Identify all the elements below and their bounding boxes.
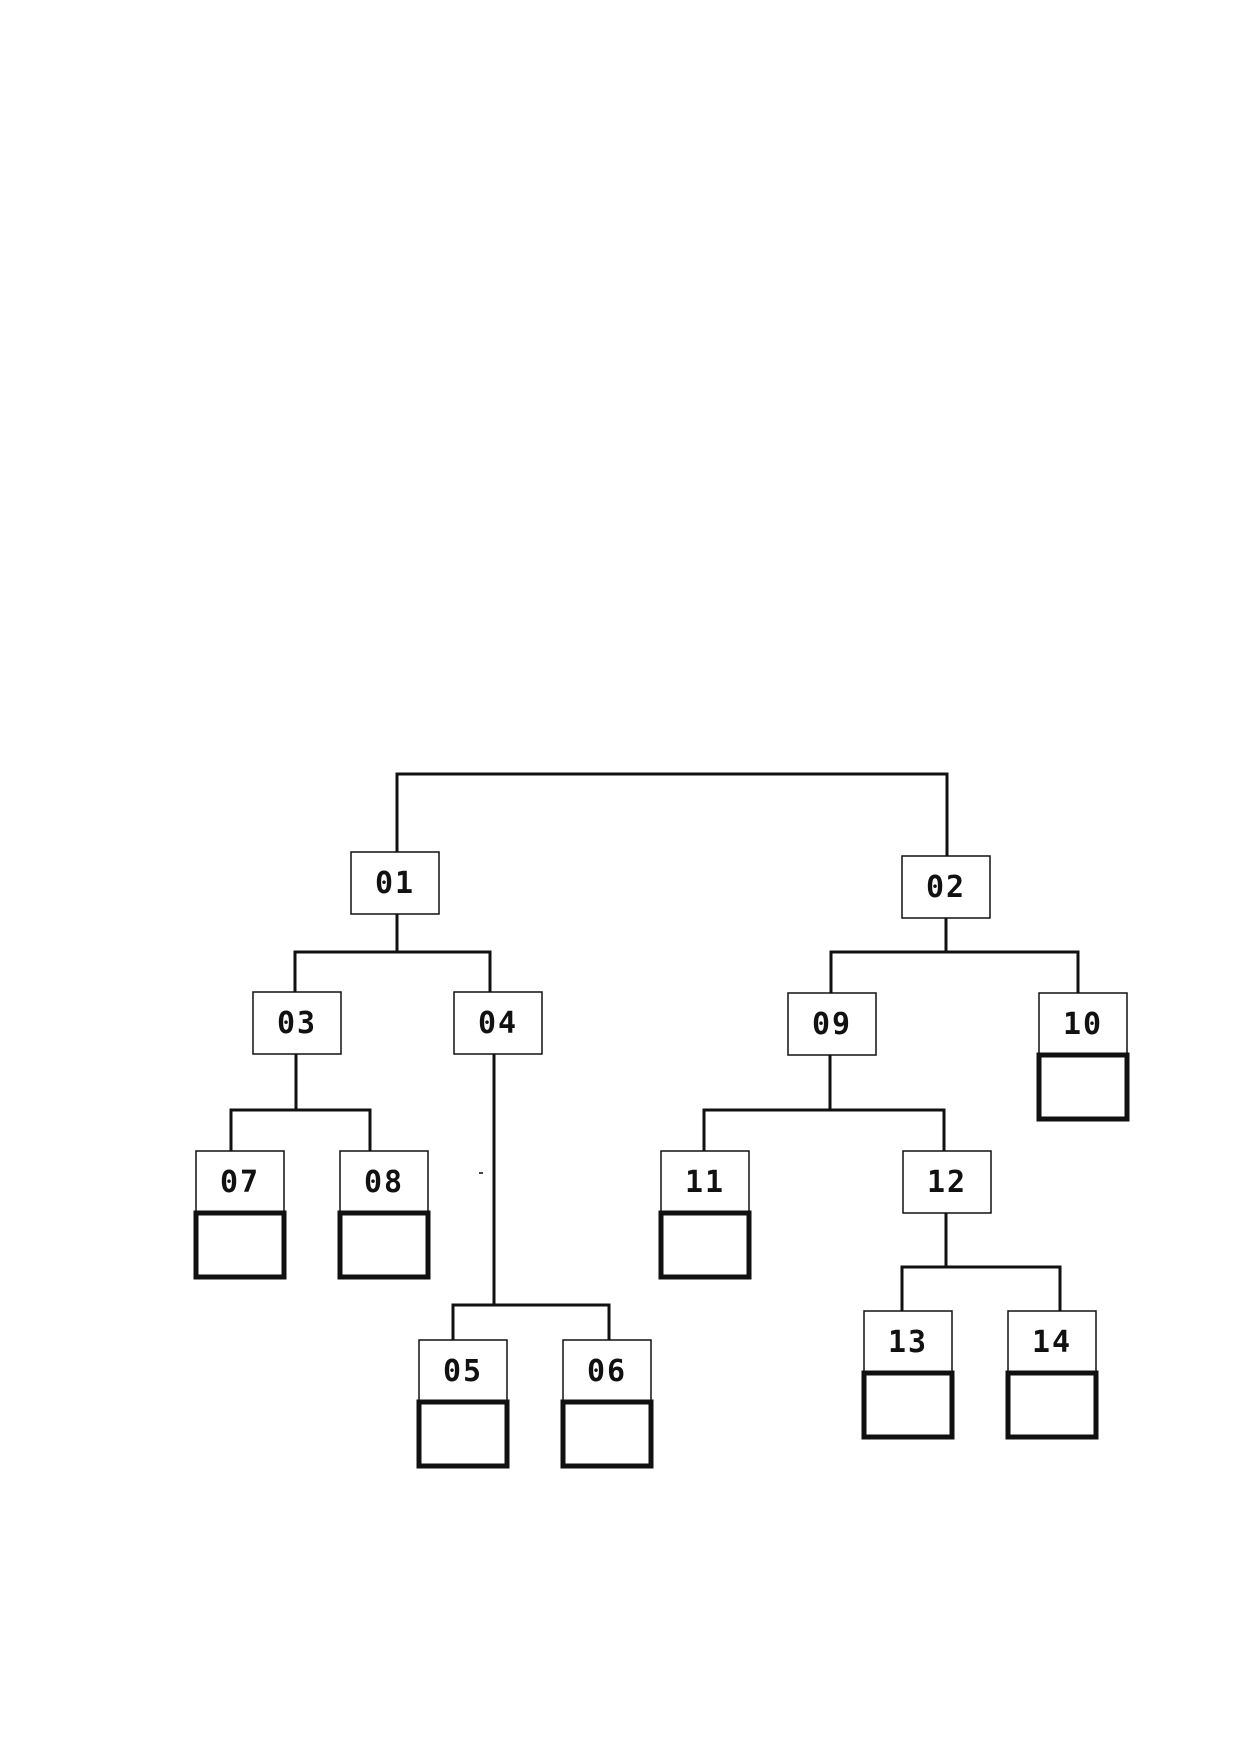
node-11-label: 11 <box>685 1165 725 1200</box>
connector-04-children <box>451 1303 611 1340</box>
node-10: 10 <box>1036 992 1130 1122</box>
node-08-empty-box <box>337 1210 431 1280</box>
node-07-label-box <box>195 1150 285 1214</box>
node-11-label-box <box>660 1150 750 1214</box>
node-11-empty-box <box>658 1210 752 1280</box>
node-07-label: 07 <box>220 1165 260 1200</box>
node-01: 01 <box>350 851 440 915</box>
node-04-label: 04 <box>478 1006 518 1041</box>
node-06-empty-box <box>560 1399 654 1469</box>
node-03-label-box <box>252 991 342 1055</box>
connector-lines <box>229 772 1080 1340</box>
node-13-label-box <box>863 1310 953 1374</box>
connector-02-children <box>829 950 1080 994</box>
tree-nodes: 01 02 03 04 05 06 07 08 09 10 11 12 13 14 <box>193 851 1130 1469</box>
node-11: 11 <box>658 1150 752 1280</box>
node-05: 05 <box>416 1339 510 1469</box>
node-08-label-box <box>339 1150 429 1214</box>
node-03-label: 03 <box>277 1006 317 1041</box>
node-04: 04 <box>453 991 543 1055</box>
node-02-label: 02 <box>926 870 966 905</box>
node-02-label-box <box>901 855 991 919</box>
node-05-label: 05 <box>443 1354 483 1389</box>
node-10-empty-box <box>1036 1052 1130 1122</box>
node-14-label-box <box>1007 1310 1097 1374</box>
node-06-label: 06 <box>587 1354 627 1389</box>
node-09-label-box <box>787 992 877 1056</box>
node-13-empty-box <box>861 1370 955 1440</box>
node-14-empty-box <box>1005 1370 1099 1440</box>
node-13: 13 <box>861 1310 955 1440</box>
node-05-empty-box <box>416 1399 510 1469</box>
node-12: 12 <box>902 1150 992 1214</box>
connector-12-children <box>900 1265 1062 1312</box>
node-01-label: 01 <box>375 866 415 901</box>
node-07: 07 <box>193 1150 287 1280</box>
node-12-label-box <box>902 1150 992 1214</box>
node-03: 03 <box>252 991 342 1055</box>
node-08-label: 08 <box>364 1165 404 1200</box>
node-06: 06 <box>560 1339 654 1469</box>
node-10-label: 10 <box>1063 1007 1103 1042</box>
node-14-label: 14 <box>1032 1325 1072 1360</box>
node-13-label: 13 <box>888 1325 928 1360</box>
connector-01-children <box>293 950 492 994</box>
stray-mark <box>479 1172 483 1174</box>
node-05-label-box <box>418 1339 508 1403</box>
node-07-empty-box <box>193 1210 287 1280</box>
node-02: 02 <box>901 855 991 919</box>
node-12-label: 12 <box>927 1165 967 1200</box>
connector-root <box>395 772 949 860</box>
node-08: 08 <box>337 1150 431 1280</box>
node-14: 14 <box>1005 1310 1099 1440</box>
node-01-label-box <box>350 851 440 915</box>
connector-03-children <box>229 1108 372 1152</box>
node-09: 09 <box>787 992 877 1056</box>
node-04-label-box <box>453 991 543 1055</box>
connector-09-children <box>702 1108 946 1152</box>
node-09-label: 09 <box>812 1007 852 1042</box>
